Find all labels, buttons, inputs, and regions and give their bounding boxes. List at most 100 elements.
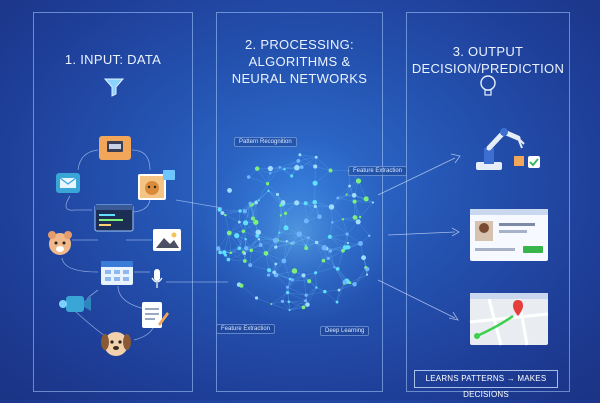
network-node xyxy=(289,309,291,311)
arrow-to-profile xyxy=(388,232,455,235)
network-node xyxy=(216,246,221,251)
network-node xyxy=(346,233,349,236)
network-node xyxy=(238,246,242,250)
network-node xyxy=(274,263,277,266)
network-node xyxy=(323,290,326,293)
network-node xyxy=(255,234,259,238)
network-node xyxy=(343,245,348,250)
network-node xyxy=(314,271,317,274)
network-node xyxy=(288,300,291,303)
network-node xyxy=(307,236,310,239)
network-node xyxy=(361,255,366,260)
hamster-icon xyxy=(46,228,74,258)
network-node xyxy=(294,200,299,205)
network-node xyxy=(255,166,259,170)
network-node xyxy=(348,185,351,188)
network-node xyxy=(352,282,356,286)
network-node xyxy=(239,283,243,287)
network-node xyxy=(267,273,270,276)
network-node xyxy=(247,175,251,179)
code-window-icon xyxy=(94,204,134,232)
network-node xyxy=(304,293,307,296)
network-node xyxy=(365,266,367,268)
network-node xyxy=(234,233,239,238)
dog-photo-icon xyxy=(137,170,175,202)
calendar-table-icon xyxy=(100,260,134,286)
network-node xyxy=(304,201,308,205)
network-node xyxy=(313,181,318,186)
network-node xyxy=(347,242,349,244)
network-node xyxy=(317,214,322,219)
network-node xyxy=(259,243,263,247)
arrow-to-map xyxy=(378,280,455,318)
document-edit-icon xyxy=(140,300,170,332)
network-node xyxy=(329,169,333,173)
label-pattern-recognition: Pattern Recognition xyxy=(234,137,297,147)
network-node xyxy=(243,209,247,213)
network-node xyxy=(315,241,318,244)
network-node xyxy=(248,202,251,205)
network-node xyxy=(230,252,233,255)
network-node xyxy=(278,166,281,169)
network-node xyxy=(368,234,371,237)
network-node xyxy=(328,235,332,239)
network-node xyxy=(243,259,247,263)
connector xyxy=(78,150,98,170)
network-node xyxy=(243,220,248,225)
network-node xyxy=(333,266,335,268)
network-node xyxy=(244,246,248,250)
network-node xyxy=(258,199,260,201)
connector xyxy=(132,150,150,170)
network-node xyxy=(290,243,292,245)
image-icon xyxy=(152,228,182,252)
network-node xyxy=(356,178,361,183)
network-node xyxy=(302,273,306,277)
network-node xyxy=(328,249,332,253)
network-node xyxy=(342,218,344,220)
network-node xyxy=(343,280,347,284)
network-node xyxy=(267,190,269,192)
network-node xyxy=(272,270,276,274)
network-node xyxy=(283,225,288,230)
network-node xyxy=(253,220,258,225)
network-node xyxy=(281,200,286,205)
network-node xyxy=(298,153,301,156)
network-node xyxy=(315,286,317,288)
network-node xyxy=(353,215,358,220)
network-node xyxy=(322,259,326,263)
connector xyxy=(66,196,92,210)
network-node xyxy=(315,156,318,159)
network-node xyxy=(336,197,339,200)
network-node xyxy=(338,289,341,292)
network-node xyxy=(359,216,361,218)
network-node xyxy=(358,241,363,246)
network-node xyxy=(243,252,246,255)
network-node xyxy=(266,182,269,185)
microphone-icon xyxy=(150,268,164,290)
network-node xyxy=(283,168,285,170)
connector xyxy=(62,258,98,272)
network-node xyxy=(242,230,246,234)
network-node xyxy=(281,259,286,264)
email-icon xyxy=(55,172,81,194)
network-node xyxy=(290,174,293,177)
network-node xyxy=(258,238,260,240)
network-node xyxy=(297,231,302,236)
network-node xyxy=(322,245,328,251)
printer-icon xyxy=(98,135,132,161)
lightbulb-icon xyxy=(478,74,498,100)
network-node xyxy=(292,268,297,273)
network-node xyxy=(336,267,340,271)
arrowhead xyxy=(451,154,460,163)
network-node xyxy=(224,254,227,257)
network-node xyxy=(218,251,222,255)
network-node xyxy=(331,221,334,224)
network-node xyxy=(270,303,272,305)
network-node xyxy=(281,300,284,303)
network-node xyxy=(313,164,317,168)
network-node xyxy=(294,165,300,171)
network-node xyxy=(352,193,357,198)
network-node xyxy=(364,196,369,201)
label-feature-extraction-bottom: Feature Extraction xyxy=(216,324,275,334)
network-node xyxy=(280,214,282,216)
